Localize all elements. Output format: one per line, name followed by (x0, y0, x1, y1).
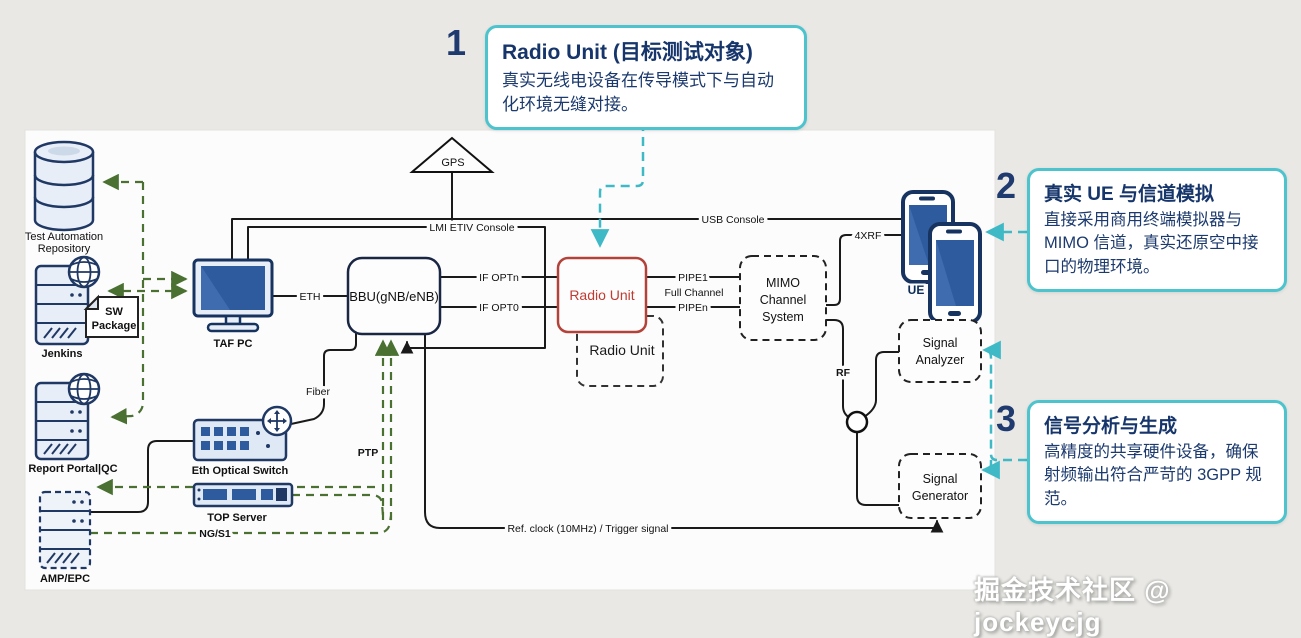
connector-callout3-analyzer (982, 340, 1027, 462)
flow-ng-s1 (90, 515, 393, 535)
eth-optical-switch-icon (192, 405, 293, 462)
wire-label-full-channel: Full Channel (665, 287, 724, 299)
wire-label-4xrf: 4XRF (855, 230, 882, 242)
callout3-title: 信号分析与生成 (1044, 416, 1178, 437)
radio-unit-label: Radio Unit (569, 287, 634, 303)
callout2-number: 2 (996, 165, 1017, 206)
callout2: 真实 UE 与信道模拟 直接采用商用终端模拟器与 MIMO 信道，真实还原空中接… (1027, 168, 1287, 293)
diagram-svg: Test Automation Repository Jenkins SW Pa… (24, 122, 1027, 591)
routing-icon (261, 405, 293, 437)
mimo-channel-box (739, 255, 827, 341)
gps-label: GPS (441, 157, 464, 169)
signal-analyzer-box (898, 319, 982, 383)
wires-black (89, 171, 944, 533)
connector-callout3-generator (981, 460, 1000, 480)
connector-callout1 (590, 122, 645, 248)
report-portal-server-icon (34, 372, 101, 461)
taf-pc-icon (192, 258, 274, 333)
wire-label-rf: RF (836, 367, 851, 379)
top-server-label: TOP Server (207, 512, 267, 524)
callout1: Radio Unit (目标测试对象) 真实无线电设备在传导模式下与自动化环境无… (485, 25, 807, 131)
watermark: 掘金技术社区 @ jockeycjg (974, 575, 1171, 637)
mimo-label-2: Channel (760, 293, 807, 307)
wire-lmi-console (247, 226, 546, 354)
wire-to-signal-generator (856, 431, 900, 506)
signal-analyzer-label-2: Analyzer (916, 353, 965, 367)
sw-package-label-1: SW (105, 306, 123, 318)
wire-amp-to-switch (89, 440, 195, 513)
callout3: 信号分析与生成 高精度的共享硬件设备，确保射频输出符合严苛的 3GPP 规范。 (1027, 400, 1287, 525)
wire-label-if-optn: IF OPTn (479, 272, 519, 284)
jenkins-label: Jenkins (42, 348, 83, 360)
wire-to-signal-analyzer (863, 351, 900, 418)
diagram-panel (24, 129, 996, 591)
database-icon (33, 140, 95, 232)
wire-ref-clock (424, 331, 944, 533)
radio-unit-dashed-box (576, 315, 664, 387)
callout1-body: 真实无线电设备在传导模式下与自动化环境无缝对接。 (502, 71, 774, 115)
amp-epc-server-icon (38, 490, 92, 570)
callout2-title: 真实 UE 与信道模拟 (1044, 184, 1214, 205)
gps-antenna-icon (409, 136, 495, 173)
flow-to-report-portal (110, 182, 145, 425)
report-portal-label: Report Portal|QC (28, 463, 117, 475)
wire-label-pipe1: PIPE1 (678, 272, 708, 284)
wire-label-ng-s1: NG/S1 (199, 528, 231, 540)
wire-rf (825, 319, 851, 419)
ue-label: UE (908, 283, 925, 297)
callout3-number: 3 (996, 398, 1017, 439)
wire-label-ptp: PTP (358, 447, 378, 459)
signal-analyzer-label-1: Signal (923, 336, 958, 350)
signal-generator-label-2: Generator (912, 489, 968, 503)
rf-junction-node (845, 410, 869, 434)
sw-package-label-2: Package (92, 320, 137, 332)
wire-label-eth: ETH (300, 291, 321, 303)
bbu-box (346, 256, 442, 336)
callout-connectors (590, 122, 1027, 480)
jenkins-server-icon (34, 255, 101, 346)
globe-icon (67, 255, 101, 289)
wire-label-lmi-console: LMI ETIV Console (429, 222, 514, 234)
phone-icon (928, 222, 982, 324)
callout1-title: Radio Unit (目标测试对象) (502, 41, 753, 64)
wire-label-usb-console: USB Console (701, 214, 764, 226)
top-server-icon (192, 482, 294, 508)
wire-usb-console (231, 218, 904, 261)
radio-unit-box (556, 256, 648, 334)
flow-top-server (292, 493, 385, 517)
repository-label-2: Repository (38, 243, 91, 255)
wire-4xrf (825, 234, 904, 306)
mimo-label-3: System (762, 310, 804, 324)
wires-green-dashed (90, 173, 400, 535)
mimo-label-1: MIMO (766, 276, 800, 290)
ue-phones-icon (901, 190, 982, 324)
signal-generator-label-1: Signal (923, 472, 958, 486)
eth-switch-label: Eth Optical Switch (192, 465, 289, 477)
globe-icon (67, 372, 101, 406)
callout3-body: 高精度的共享硬件设备，确保射频输出符合严苛的 3GPP 规范。 (1044, 443, 1262, 508)
sw-package-icon (83, 294, 139, 338)
callout1-number: 1 (446, 22, 467, 63)
bbu-label: BBU(gNB/eNB) (349, 289, 439, 304)
screenshot-canvas: Test Automation Repository Jenkins SW Pa… (24, 22, 1287, 637)
wire-label-ref-clock: Ref. clock (10MHz) / Trigger signal (507, 523, 668, 535)
radio-unit-dashed-label: Radio Unit (589, 342, 654, 358)
repository-label-1: Test Automation (25, 231, 103, 243)
taf-pc-label: TAF PC (214, 338, 253, 350)
wire-label-fiber: Fiber (306, 386, 330, 398)
wire-label-pipen: PIPEn (678, 302, 708, 314)
amp-epc-label: AMP/EPC (40, 573, 90, 585)
callout2-body: 直接采用商用终端模拟器与 MIMO 信道，真实还原空中接口的物理环境。 (1044, 211, 1259, 276)
wire-label-if-opt0: IF OPT0 (479, 302, 519, 314)
signal-generator-box (898, 453, 982, 519)
wire-fiber (290, 331, 357, 425)
